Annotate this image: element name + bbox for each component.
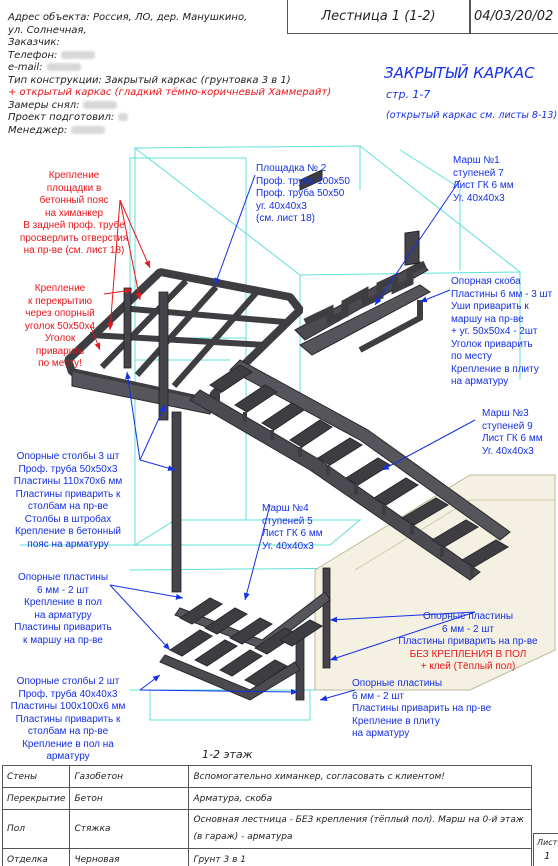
floor-label: 1-2 этаж (202, 748, 253, 761)
sheet-number-box (533, 833, 558, 866)
title-box (287, 0, 470, 34)
date-box (470, 0, 558, 34)
info-email: e-mail: (8, 62, 331, 75)
drawing-title: Лестница 1 (1-2) (321, 9, 436, 24)
frame-pages: стр. 1-7 (386, 88, 431, 101)
march-1 (294, 169, 431, 356)
march-3 (189, 359, 511, 581)
sheet-number: 1 (544, 851, 551, 862)
info-block: Адрес объекта: Россия, ЛО, дер. Манушкин… (8, 12, 331, 137)
info-prepared: Проект подготовил: (8, 112, 331, 125)
support-bracket (404, 230, 420, 266)
info-customer: Заказчик: (8, 37, 60, 48)
march-4 (159, 591, 331, 701)
info-measured: Замеры снял: (8, 100, 331, 113)
redacted-phone (61, 50, 96, 59)
sheet-label: Лист (537, 838, 558, 847)
info-street: ул. Солнечная, (8, 24, 87, 36)
frame-type-title: ЗАКРЫТЫЙ КАРКАС (384, 64, 535, 82)
redacted-name (83, 100, 118, 109)
redacted-email (46, 63, 81, 71)
note-glue: + клей (Тёплый пол) (420, 661, 516, 672)
info-construction: Тип конструкции: Закрытый каркас (грунто… (8, 74, 291, 86)
info-manager: Менеджер: (8, 125, 331, 138)
redacted-name (71, 125, 106, 134)
drawing-date: 04/03/20/02 (474, 9, 554, 24)
info-address: Адрес объекта: Россия, ЛО, дер. Манушкин… (8, 12, 248, 23)
red-leaders (89, 199, 151, 351)
info-phone: Телефон: (8, 50, 331, 63)
note-no-floor-mount: БЕЗ КРЕПЛЕНИЯ В ПОЛ (409, 648, 527, 660)
frame-pages-note: (открытый каркас см. листы 8-13) (386, 110, 558, 121)
redacted-name (118, 113, 129, 121)
blue-leaders (109, 174, 476, 701)
info-open-frame: + открытый каркас (гладкий тёмно-коричне… (8, 87, 332, 98)
